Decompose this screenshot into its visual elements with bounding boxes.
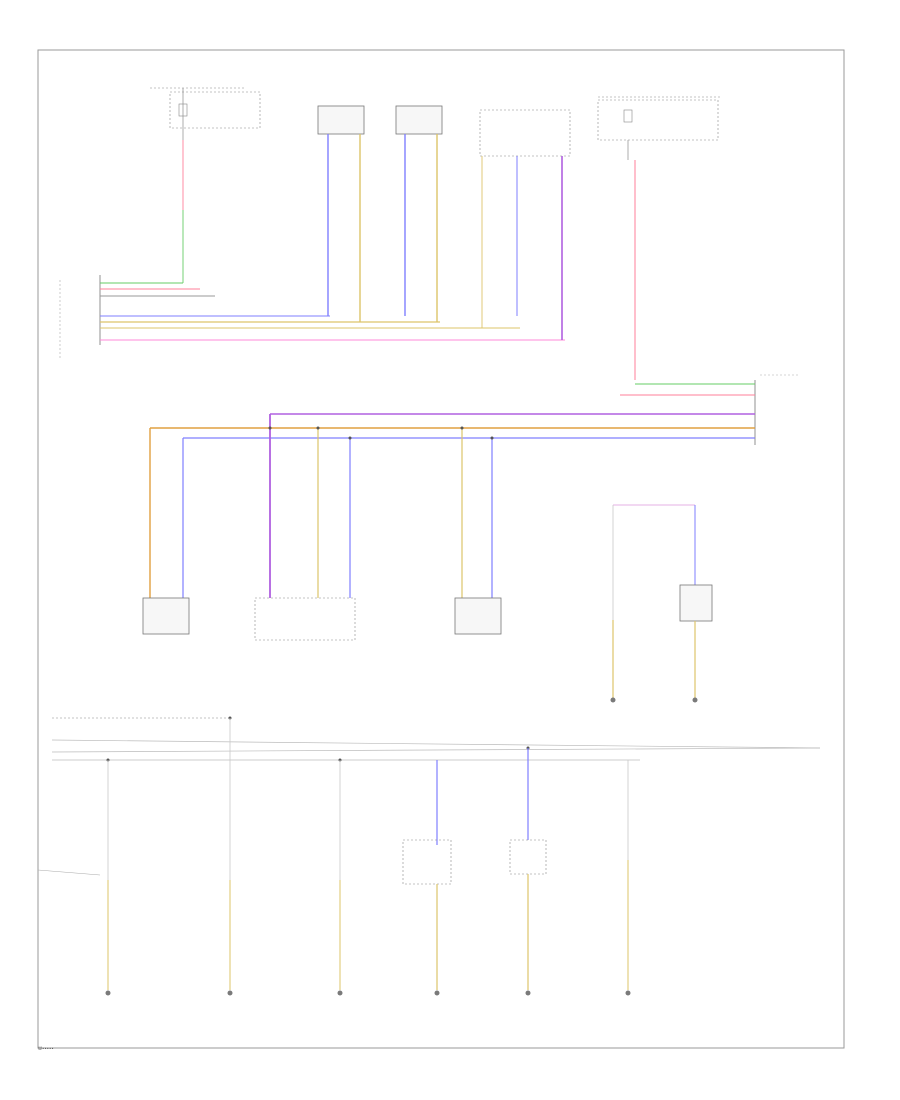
- right-rear-lock-switch: [454, 597, 502, 635]
- right-rear-window-switch: [142, 597, 190, 635]
- fuse-left-top: [150, 87, 261, 140]
- ground-point: [434, 990, 440, 996]
- right-rear-door-module: [754, 374, 800, 445]
- fuse-right-top: [597, 96, 720, 141]
- ground-point: [227, 990, 233, 996]
- left-rear-lock-switch: [395, 105, 443, 135]
- footer-code: W•••••: [38, 1046, 54, 1051]
- right-rear-latch: [254, 597, 356, 641]
- left-rear-latch: [479, 109, 571, 157]
- ground-point: [625, 990, 631, 996]
- ground-point: [692, 697, 698, 703]
- rear-door-lock-actuator: [509, 839, 547, 875]
- rear-door-latch-module: [402, 839, 452, 885]
- diagram-frame: [37, 49, 845, 1049]
- child-lock-switch: [679, 584, 713, 622]
- left-rear-door-module: [59, 275, 101, 360]
- ground-point: [105, 990, 111, 996]
- left-rear-window-switch: [317, 105, 365, 135]
- ground-point: [525, 990, 531, 996]
- ground-point: [610, 697, 616, 703]
- ground-point: [337, 990, 343, 996]
